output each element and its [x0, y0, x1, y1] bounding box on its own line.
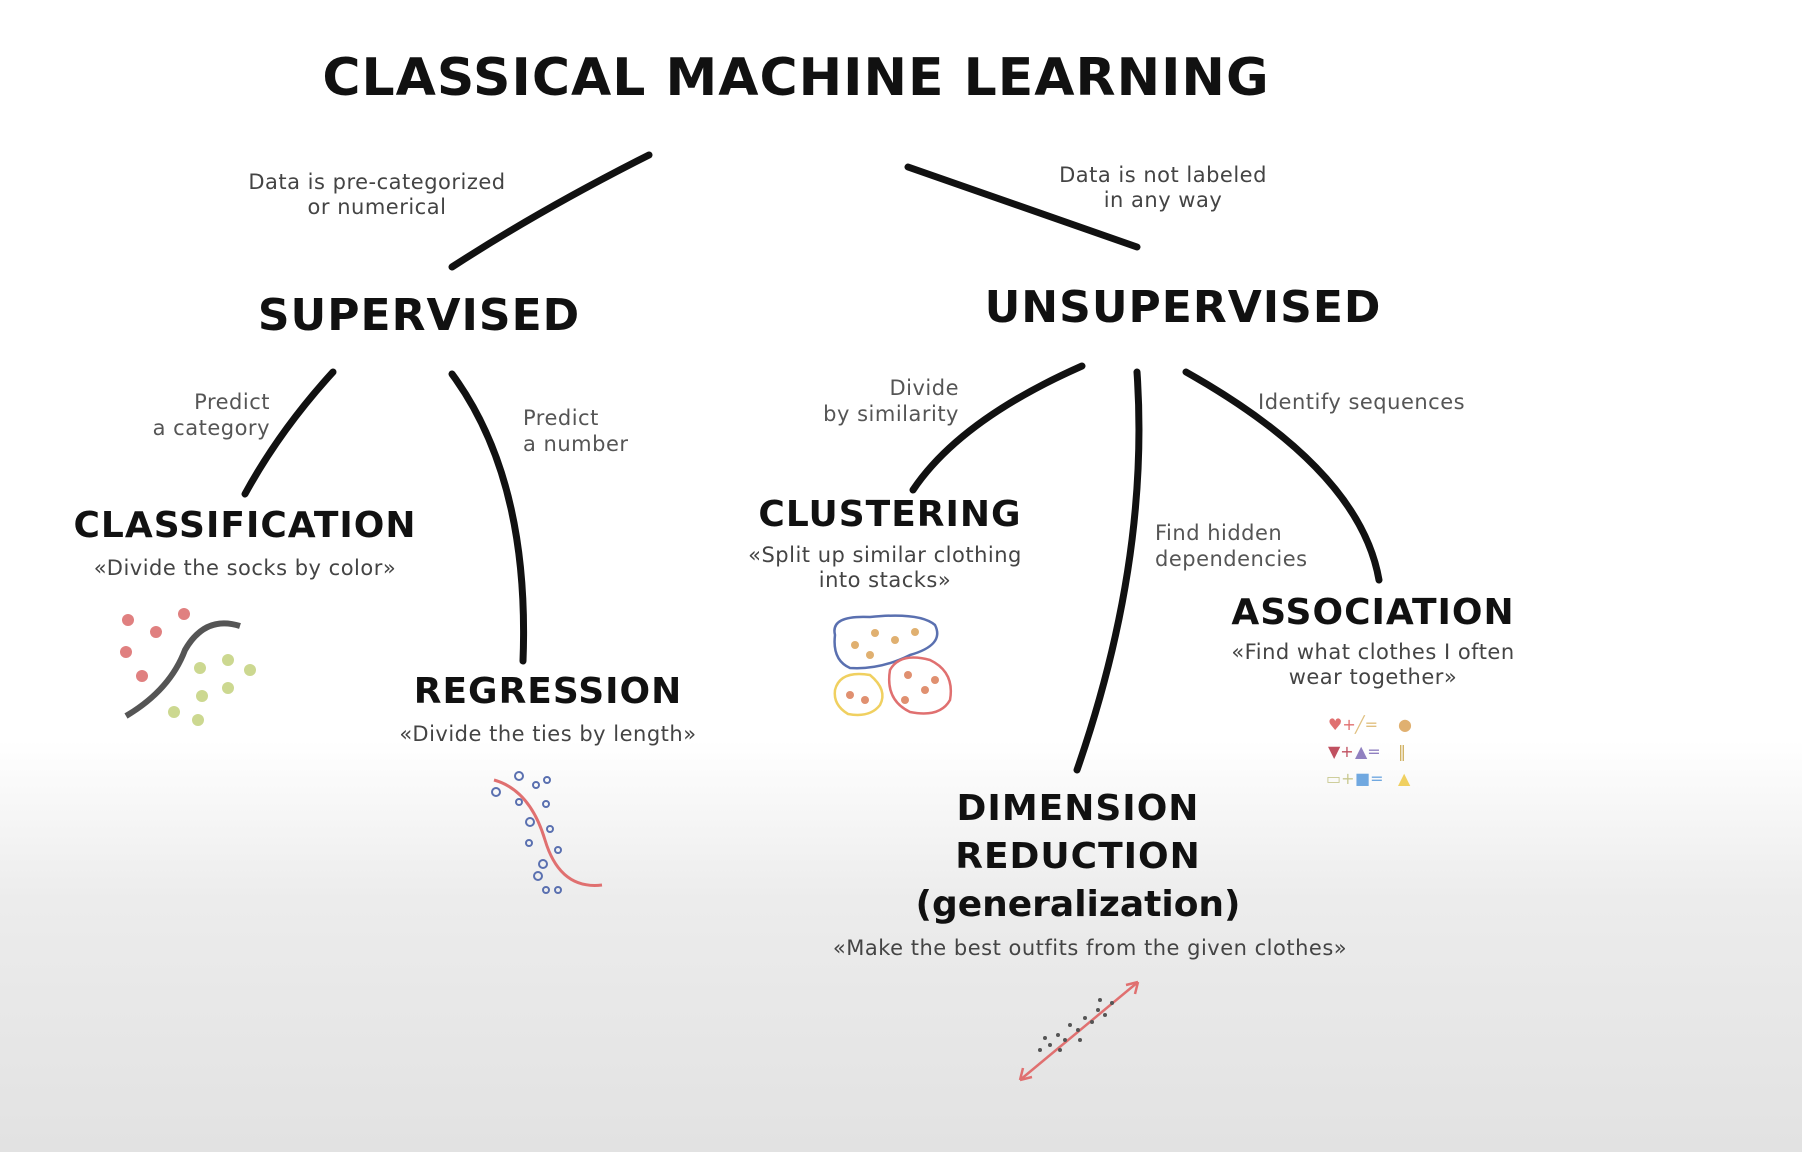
edge-label-line: dependencies [1155, 547, 1308, 571]
node-clustering: CLUSTERING [758, 494, 1022, 535]
edge-unsupervised-clustering [909, 362, 1086, 494]
edge-label-line: or numerical [307, 195, 447, 219]
edge-label-line: by similarity [823, 402, 959, 426]
edge-label-supervised: Data is pre-categorized or numerical [248, 170, 505, 220]
edge-supervised-regression [448, 370, 528, 665]
edge-supervised-classification [241, 368, 337, 498]
edge-label-line: Data is pre-categorized [248, 170, 506, 194]
svg-text:▲=: ▲= [1355, 742, 1381, 761]
node-classification: CLASSIFICATION [73, 505, 417, 546]
dimension-reduction-illustration [1018, 980, 1140, 1082]
node-regression: REGRESSION [413, 671, 683, 712]
node-unsupervised: UNSUPERVISED [984, 282, 1382, 333]
node-association: ASSOCIATION [1231, 592, 1515, 633]
edge-unsupervised-dimension [1073, 368, 1143, 774]
svg-text:▼+: ▼+ [1328, 742, 1354, 761]
example-clustering: «Split up similar clothing into stacks» [748, 543, 1022, 593]
edge-unsupervised-association [1182, 368, 1383, 584]
example-line: «Find what clothes I often [1231, 640, 1515, 664]
diagram-title: CLASSICAL MACHINE LEARNING [322, 48, 1270, 108]
svg-text:▭+: ▭+ [1326, 769, 1355, 788]
example-regression: «Divide the ties by length» [399, 722, 697, 746]
example-association: «Find what clothes I often wear together… [1231, 640, 1514, 690]
svg-text:▲: ▲ [1398, 769, 1411, 788]
edge-label-association: Identify sequences [1258, 389, 1465, 415]
edge-label-clustering: Divide by similarity [823, 375, 959, 427]
clustering-illustration [833, 614, 953, 717]
node-label-line: DIMENSION [956, 788, 1200, 829]
edge-label-line: in any way [1103, 188, 1223, 212]
svg-text:■=: ■= [1355, 769, 1384, 788]
node-supervised: SUPERVISED [257, 290, 581, 341]
svg-text:♥+: ♥+ [1328, 715, 1356, 734]
edge-label-unsupervised: Data is not labeled in any way [1059, 163, 1267, 213]
edge-label-dimension-reduction: Find hidden dependencies [1155, 520, 1308, 572]
edge-label-regression: Predict a number [523, 405, 629, 457]
edge-label-line: Find hidden [1155, 521, 1283, 545]
edge-label-classification: Predict a category [153, 389, 270, 441]
edge-label-line: Predict [523, 406, 599, 430]
example-classification: «Divide the socks by color» [93, 556, 397, 580]
example-line: wear together» [1288, 665, 1458, 689]
example-line: «Split up similar clothing [748, 543, 1022, 567]
example-dimension-reduction: «Make the best outfits from the given cl… [832, 936, 1348, 960]
regression-illustration [491, 771, 603, 894]
example-line: into stacks» [818, 568, 952, 592]
svg-text:●: ● [1398, 715, 1412, 734]
svg-text:‖: ‖ [1398, 742, 1406, 761]
edge-label-line: a category [152, 416, 270, 440]
edge-label-line: Predict [194, 390, 270, 414]
edge-label-line: Identify sequences [1258, 390, 1466, 414]
edge-root-unsupervised [904, 163, 1141, 251]
node-dimension-reduction: DIMENSION REDUCTION (generalization) [915, 785, 1240, 929]
association-illustration: ♥+╱= ● ▼+▲= ‖ ▭+■= ▲ [1326, 715, 1412, 788]
edge-label-line: Divide [889, 376, 959, 400]
svg-text:╱=: ╱= [1354, 715, 1378, 734]
node-label-line: REDUCTION [955, 836, 1201, 877]
edge-label-line: a number [523, 432, 629, 456]
classification-illustration [120, 608, 256, 726]
node-label-line: (generalization) [915, 884, 1241, 925]
edge-root-supervised [448, 151, 653, 271]
edge-label-line: Data is not labeled [1059, 163, 1267, 187]
